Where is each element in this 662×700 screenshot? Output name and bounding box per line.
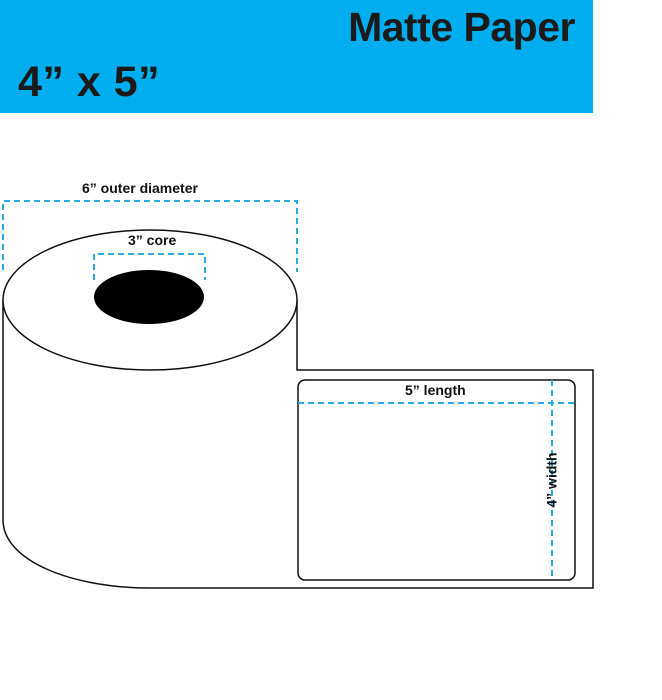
width-label: 4” width: [543, 452, 560, 508]
core-bracket: [93, 253, 206, 280]
outer-diameter-bracket: [2, 200, 298, 272]
outer-diameter-label: 6” outer diameter: [82, 180, 198, 196]
label-size: 4” x 5”: [18, 58, 161, 106]
core-label: 3” core: [128, 232, 177, 248]
product-title: Matte Paper: [348, 4, 575, 50]
header-banner: Matte Paper 4” x 5”: [0, 0, 593, 113]
core-hole: [94, 270, 204, 324]
length-label: 5” length: [405, 382, 466, 398]
label-outline: [297, 379, 576, 581]
